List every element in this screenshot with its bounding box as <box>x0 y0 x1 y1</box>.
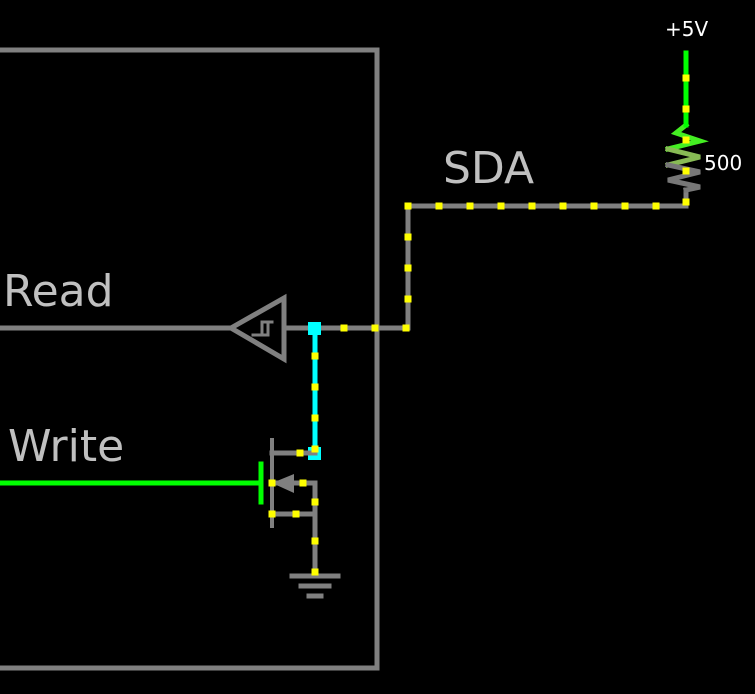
current-dot <box>559 202 567 210</box>
current-dot <box>311 537 319 545</box>
current-dot <box>682 105 690 113</box>
sda-node-wire[interactable] <box>281 203 689 331</box>
current-dot <box>296 449 304 457</box>
current-dot <box>435 202 443 210</box>
current-dot <box>340 324 348 332</box>
current-dot <box>371 324 379 332</box>
ground-icon <box>289 573 341 599</box>
current-dot <box>621 202 629 210</box>
current-dot <box>590 202 598 210</box>
nmos-transistor-icon[interactable] <box>258 438 318 579</box>
supply-label: +5V <box>665 17 708 41</box>
current-dots <box>268 74 690 576</box>
sda-label: SDA <box>443 143 534 194</box>
zigzag-resistor-icon[interactable] <box>664 121 709 193</box>
current-dot <box>497 202 505 210</box>
current-dot <box>311 445 319 453</box>
current-dot <box>311 568 319 576</box>
resistor-value-label: 500 <box>704 151 742 175</box>
current-dot <box>402 324 410 332</box>
current-dot <box>311 498 319 506</box>
current-dot <box>404 264 412 272</box>
current-dot <box>652 202 660 210</box>
current-dot <box>682 136 690 144</box>
current-dot <box>268 510 276 518</box>
current-dot <box>682 74 690 82</box>
current-dot <box>299 479 307 487</box>
current-dot <box>682 167 690 175</box>
current-dot <box>528 202 536 210</box>
current-dot <box>404 202 412 210</box>
current-dot <box>404 233 412 241</box>
chip-outline <box>0 47 380 671</box>
current-dot <box>311 352 319 360</box>
current-dot <box>311 383 319 391</box>
current-dot <box>404 295 412 303</box>
current-dot <box>682 198 690 206</box>
current-dot <box>466 202 474 210</box>
current-dot <box>292 510 300 518</box>
selected-node-top[interactable] <box>308 322 321 335</box>
write-label: Write <box>8 421 124 472</box>
current-dot <box>311 414 319 422</box>
current-dot <box>268 479 276 487</box>
read-label: Read <box>3 266 114 317</box>
schmitt-buffer-icon[interactable] <box>225 293 287 364</box>
